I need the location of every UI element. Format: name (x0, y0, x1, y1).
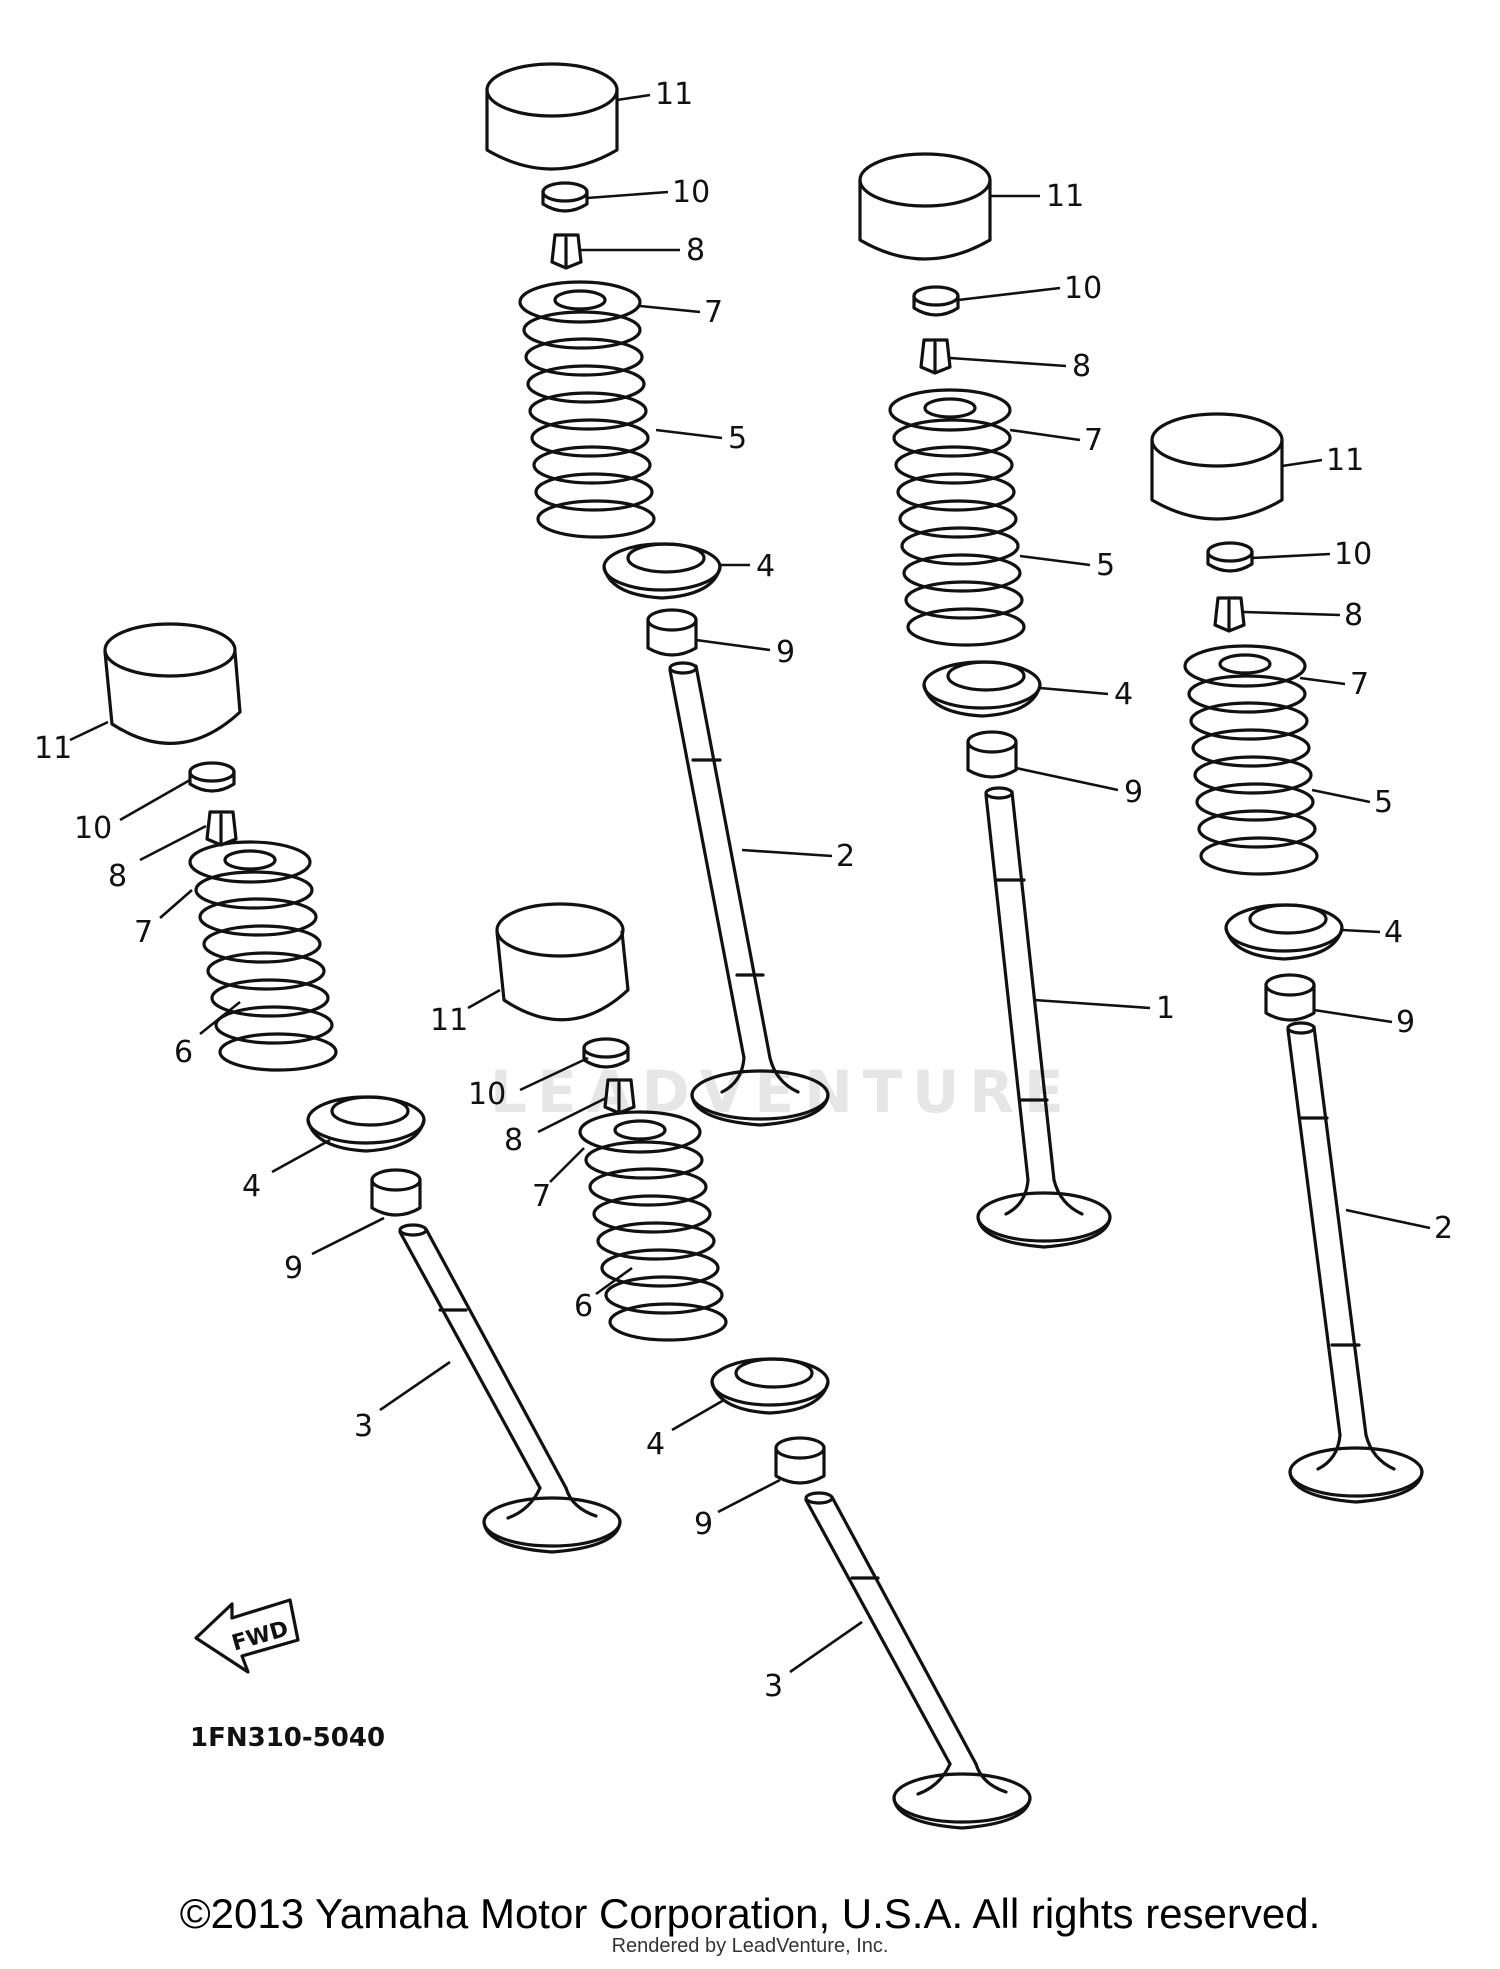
callout-10-b: 10 (1064, 271, 1102, 306)
callout-4-d: 4 (242, 1169, 261, 1204)
callout-8-d: 8 (108, 859, 127, 894)
callout-3-d: 3 (354, 1409, 373, 1444)
valve-assembly-b: 11 10 8 7 5 4 9 1 (858, 152, 1175, 1249)
callout-5-a: 5 (728, 421, 747, 456)
valve-assembly-e: 11 10 8 7 6 4 9 3 (430, 902, 1032, 1830)
valve-spring-d (194, 870, 338, 1072)
valve-lifter-a (485, 62, 619, 171)
valve-stem-seal-d (370, 1168, 422, 1217)
callout-7-c: 7 (1350, 667, 1369, 702)
callout-8-a: 8 (686, 233, 705, 268)
valve-d (398, 1223, 622, 1554)
callout-9-b: 9 (1124, 775, 1143, 810)
callout-9-e: 9 (694, 1507, 713, 1542)
valve-cotter-a (550, 233, 583, 270)
spring-seat-a (602, 542, 722, 600)
rendered-by-credit: Rendered by LeadVenture, Inc. (611, 1935, 889, 1957)
watermark: LEADVENTURE (490, 1058, 1074, 1126)
valve-assembly-c: 11 10 8 7 5 4 9 2 (1150, 412, 1453, 1504)
spring-seat-d (306, 1095, 426, 1153)
valve-cotter-c (1213, 596, 1246, 633)
callout-3-e: 3 (764, 1669, 783, 1704)
spring-seat-c (1224, 903, 1344, 961)
valve-lifter-c (1150, 412, 1284, 521)
callout-4-a: 4 (756, 549, 775, 584)
valve-c (1286, 1021, 1424, 1504)
callout-10-e: 10 (468, 1077, 506, 1112)
valve-stem-seal-e (774, 1436, 826, 1485)
callout-10-d: 10 (74, 811, 112, 846)
callout-4-e: 4 (646, 1427, 665, 1462)
valve-spring-a (522, 310, 656, 539)
valve-spring-e (584, 1140, 728, 1342)
callout-2-a: 2 (836, 839, 855, 874)
spring-retainer-b (888, 388, 1012, 432)
valve-stem-seal-b (966, 730, 1018, 779)
callout-6-e: 6 (574, 1289, 593, 1324)
diagram-part-code: 1FN310-5040 (190, 1723, 385, 1753)
valve-e (804, 1491, 1032, 1830)
spring-retainer-c (1183, 644, 1307, 688)
copyright-notice: ©2013 Yamaha Motor Corporation, U.S.A. A… (179, 1890, 1321, 1937)
callout-11-c: 11 (1326, 443, 1364, 478)
callout-4-c: 4 (1384, 915, 1403, 950)
callout-9-c: 9 (1396, 1005, 1415, 1040)
callout-8-b: 8 (1072, 349, 1091, 384)
callout-4-b: 4 (1114, 677, 1133, 712)
valve-spring-c (1187, 674, 1319, 876)
spring-retainer-e (578, 1110, 702, 1154)
spring-seat-b (922, 660, 1042, 718)
callout-6-d: 6 (174, 1035, 193, 1070)
adjusting-pad-c (1206, 541, 1254, 573)
spring-retainer-d (188, 840, 312, 884)
callout-11-d: 11 (34, 731, 72, 766)
spring-seat-e (710, 1357, 830, 1415)
callout-11-b: 11 (1046, 179, 1084, 214)
valve-a (668, 661, 830, 1127)
callout-11-e: 11 (430, 1003, 468, 1038)
callout-7-a: 7 (704, 295, 723, 330)
spring-retainer-a (518, 280, 642, 324)
callout-5-b: 5 (1096, 548, 1115, 583)
valve-stem-seal-a (646, 608, 698, 657)
valve-lifter-d (103, 622, 242, 745)
valve-cotter-d (205, 810, 238, 847)
callout-10-a: 10 (672, 175, 710, 210)
valve-stem-seal-c (1264, 973, 1316, 1022)
callout-7-b: 7 (1084, 423, 1103, 458)
adjusting-pad-b (912, 285, 960, 317)
callout-9-d: 9 (284, 1251, 303, 1286)
callout-1-b: 1 (1156, 991, 1175, 1026)
valve-cotter-b (919, 338, 952, 375)
valve-lifter-e (495, 902, 630, 1022)
callout-5-c: 5 (1374, 785, 1393, 820)
valve-cotter-e (603, 1078, 636, 1115)
callout-7-e: 7 (532, 1179, 551, 1214)
adjusting-pad-a (541, 181, 589, 213)
adjusting-pad-d (188, 761, 236, 793)
valve-assembly-d: 11 10 8 7 6 4 9 3 (34, 622, 622, 1554)
callout-7-d: 7 (134, 915, 153, 950)
callout-10-c: 10 (1334, 537, 1372, 572)
callout-11-a: 11 (655, 77, 693, 112)
callout-2-c: 2 (1434, 1211, 1453, 1246)
forward-arrow-icon: FWD (194, 1598, 300, 1674)
valve-lifter-b (858, 152, 992, 261)
valve-assembly-a: 11 10 8 7 5 4 9 2 (485, 62, 855, 1127)
callout-8-c: 8 (1344, 598, 1363, 633)
callout-8-e: 8 (504, 1123, 523, 1158)
callout-9-a: 9 (776, 635, 795, 670)
valve-spring-b (892, 418, 1026, 647)
valve-b (976, 786, 1112, 1249)
